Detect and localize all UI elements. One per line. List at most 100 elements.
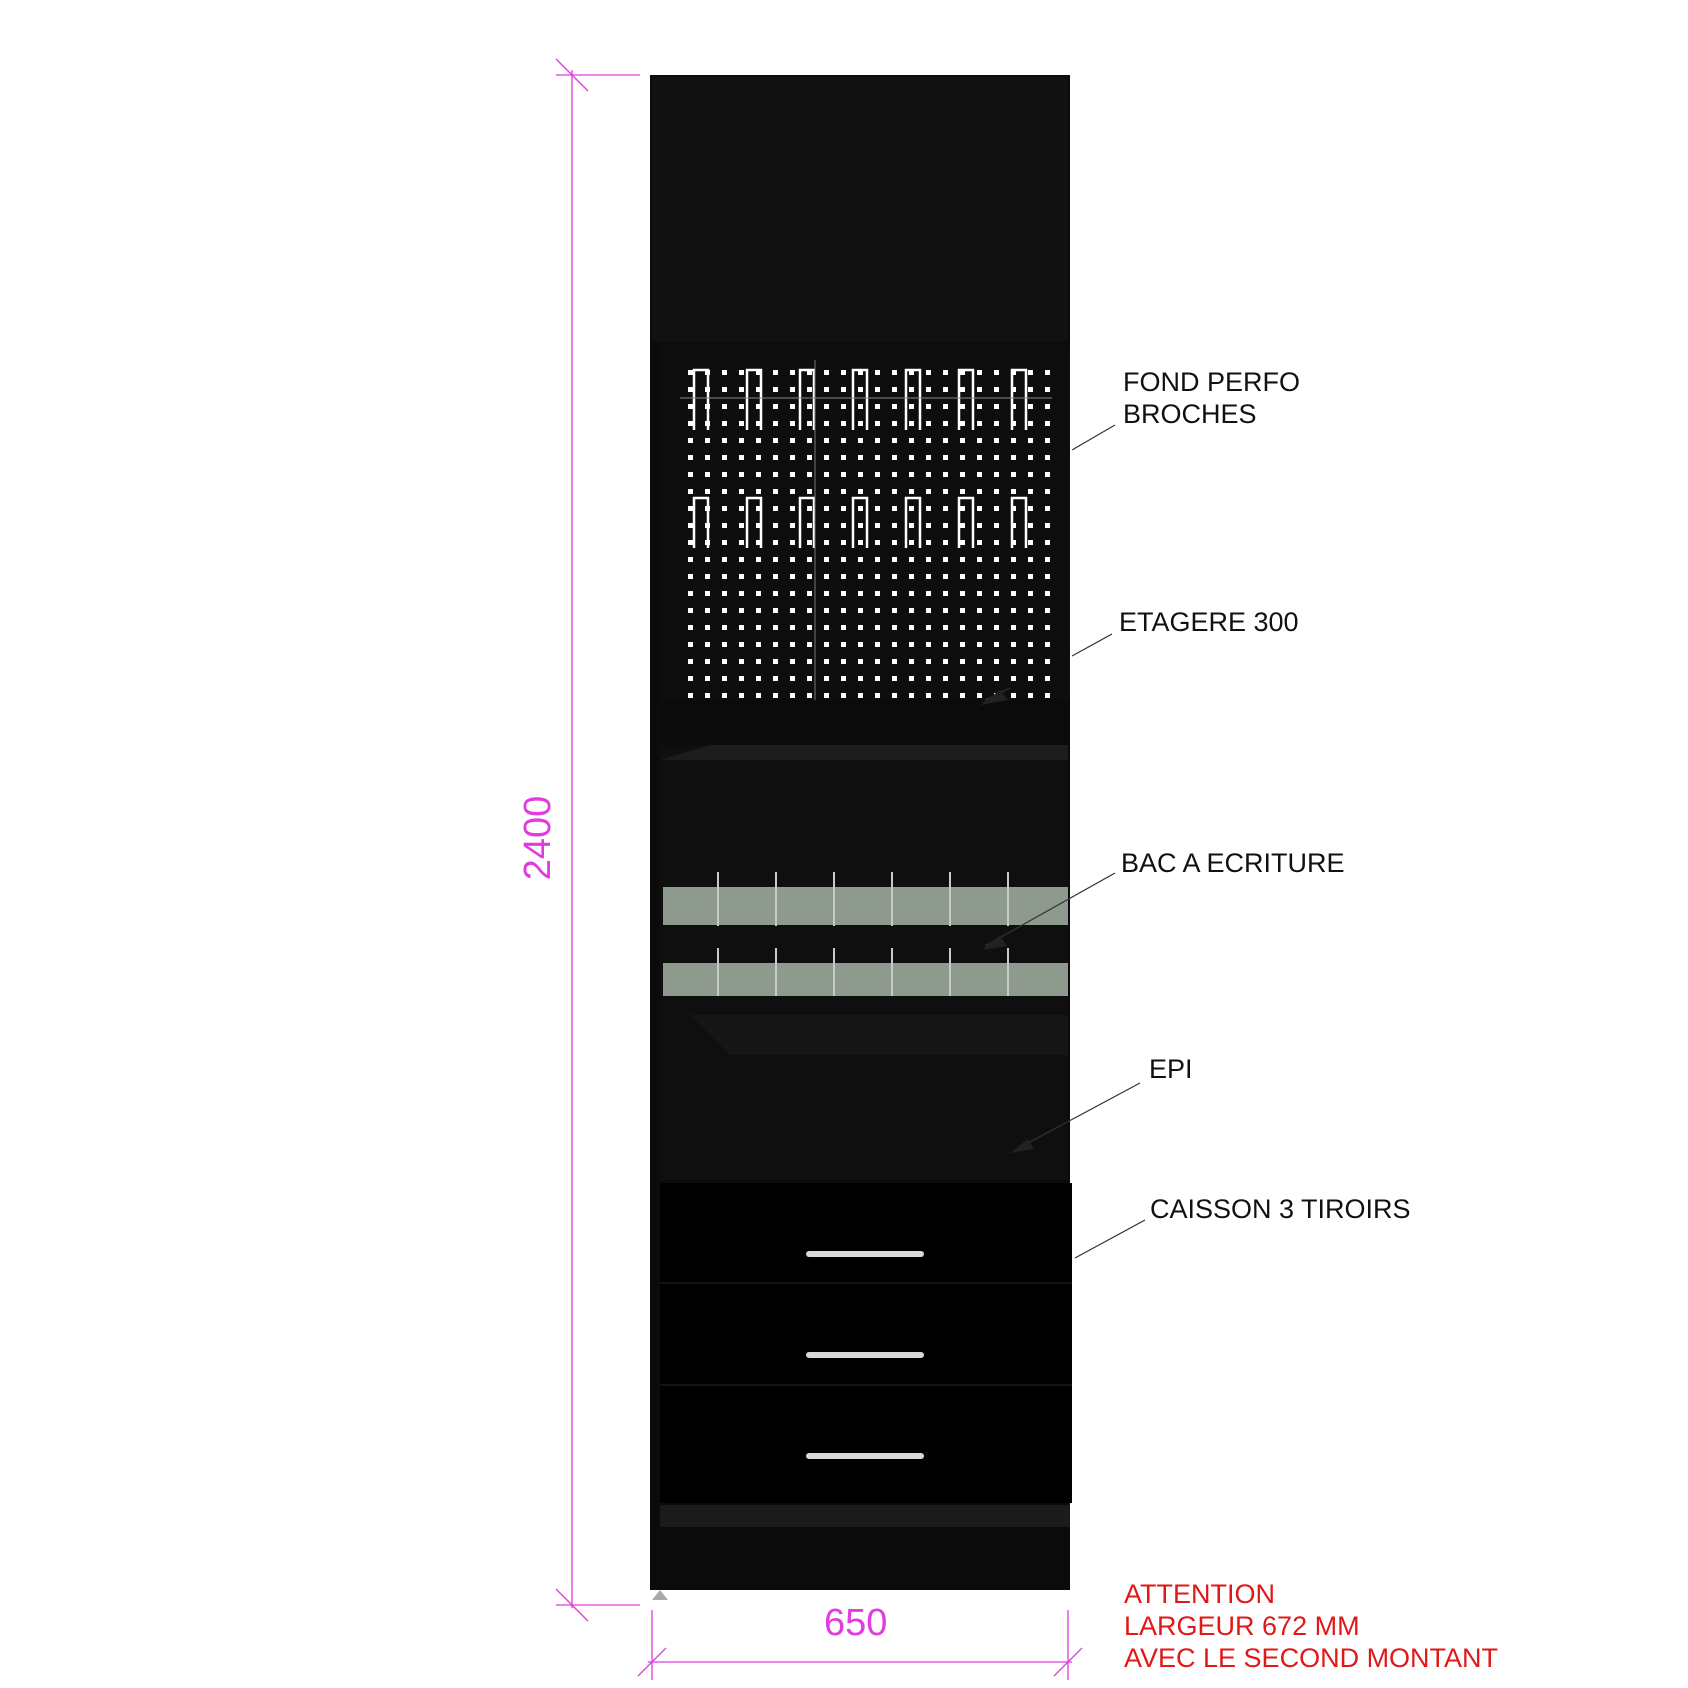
perforation-hole — [858, 591, 863, 596]
perforation-hole — [926, 608, 931, 613]
perforation-hole — [960, 693, 965, 698]
perforation-hole — [790, 472, 795, 477]
perforation-hole — [1045, 370, 1050, 375]
perforation-hole — [824, 540, 829, 545]
perforation-hole — [858, 540, 863, 545]
perforation-hole — [790, 693, 795, 698]
perforation-hole — [722, 608, 727, 613]
perforation-hole — [909, 659, 914, 664]
perforation-hole — [739, 676, 744, 681]
perforation-hole — [909, 574, 914, 579]
perforation-hole — [739, 438, 744, 443]
perforation-hole — [1011, 404, 1016, 409]
perforation-hole — [1045, 506, 1050, 511]
perforation-hole — [824, 574, 829, 579]
perforation-hole — [977, 506, 982, 511]
perforation-hole — [807, 404, 812, 409]
perforation-hole — [790, 608, 795, 613]
middle-niche — [660, 745, 1068, 1180]
perforation-hole — [739, 659, 744, 664]
perforation-hole — [722, 625, 727, 630]
perforation-hole — [858, 472, 863, 477]
perforation-hole — [960, 540, 965, 545]
perforation-hole — [722, 557, 727, 562]
perforation-hole — [790, 574, 795, 579]
perforation-hole — [807, 421, 812, 426]
perforation-hole — [1045, 659, 1050, 664]
perforation-hole — [841, 472, 846, 477]
perforation-hole — [909, 370, 914, 375]
perforation-hole — [960, 557, 965, 562]
perforation-hole — [1028, 455, 1033, 460]
perforation-hole — [756, 370, 761, 375]
perforation-hole — [688, 472, 693, 477]
perforation-hole — [909, 540, 914, 545]
perforation-hole — [960, 455, 965, 460]
height-dimension-text: 2400 — [517, 795, 559, 881]
perforation-hole — [960, 676, 965, 681]
perforation-hole — [994, 370, 999, 375]
perforation-hole — [875, 489, 880, 494]
perforation-hole — [790, 506, 795, 511]
perforation-hole — [977, 591, 982, 596]
perforation-hole — [824, 523, 829, 528]
perforation-hole — [875, 625, 880, 630]
perforation-hole — [841, 574, 846, 579]
perforation-hole — [722, 489, 727, 494]
perforation-hole — [790, 659, 795, 664]
perforation-hole — [977, 659, 982, 664]
perforation-hole — [909, 523, 914, 528]
perforation-hole — [688, 455, 693, 460]
drawer-handle — [806, 1352, 924, 1358]
perforation-hole — [773, 608, 778, 613]
warning-line3: AVEC LE SECOND MONTANT — [1124, 1643, 1499, 1673]
perforation-hole — [892, 591, 897, 596]
perforation-hole — [841, 625, 846, 630]
perforation-hole — [909, 455, 914, 460]
perforation-hole — [722, 642, 727, 647]
perforation-hole — [858, 523, 863, 528]
etagere-label: ETAGERE 300 — [1119, 607, 1299, 637]
perforation-hole — [756, 676, 761, 681]
perforation-hole — [705, 472, 710, 477]
perforation-hole — [807, 608, 812, 613]
perforation-hole — [688, 625, 693, 630]
perforation-hole — [1045, 387, 1050, 392]
perforation-hole — [739, 642, 744, 647]
perforation-hole — [841, 608, 846, 613]
perforation-hole — [858, 370, 863, 375]
perforation-hole — [926, 421, 931, 426]
perforation-hole — [1045, 421, 1050, 426]
epi-shade — [690, 1015, 1068, 1055]
perforation-hole — [943, 370, 948, 375]
perforation-hole — [773, 523, 778, 528]
perforation-hole — [875, 540, 880, 545]
perforation-hole — [1045, 625, 1050, 630]
perforation-hole — [875, 404, 880, 409]
perforation-hole — [773, 472, 778, 477]
perforation-hole — [756, 387, 761, 392]
perforation-hole — [960, 472, 965, 477]
perforation-hole — [875, 642, 880, 647]
perforation-hole — [926, 574, 931, 579]
perforation-hole — [994, 506, 999, 511]
perforation-hole — [875, 506, 880, 511]
perforation-hole — [977, 693, 982, 698]
perforation-hole — [994, 574, 999, 579]
perforation-hole — [773, 404, 778, 409]
perforation-hole — [960, 523, 965, 528]
perforation-hole — [824, 489, 829, 494]
perforation-hole — [790, 540, 795, 545]
perforation-hole — [756, 455, 761, 460]
perforation-hole — [892, 472, 897, 477]
perforation-hole — [1011, 523, 1016, 528]
perforation-hole — [688, 421, 693, 426]
perforation-hole — [960, 438, 965, 443]
perforation-hole — [943, 676, 948, 681]
perforation-hole — [705, 659, 710, 664]
perforation-hole — [909, 642, 914, 647]
perforation-hole — [943, 693, 948, 698]
perforation-hole — [773, 659, 778, 664]
perforation-hole — [824, 591, 829, 596]
perforation-hole — [960, 489, 965, 494]
